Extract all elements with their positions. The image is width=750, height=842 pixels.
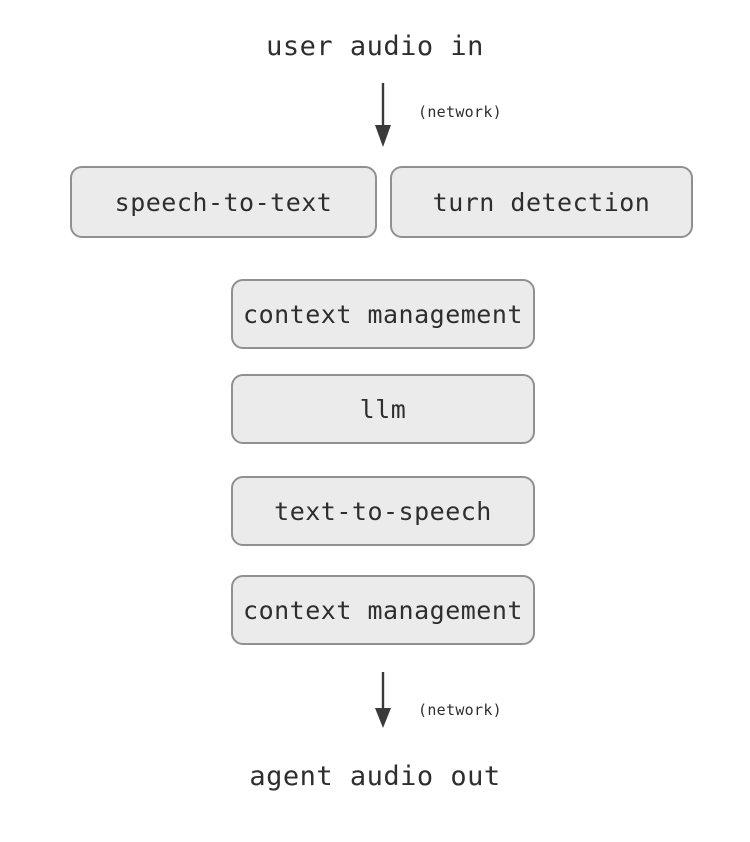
user-audio-in-label: user audio in: [266, 31, 484, 62]
node-label: speech-to-text: [114, 187, 333, 217]
node-llm: llm: [231, 374, 535, 444]
node-label: turn detection: [432, 187, 651, 217]
network-annotation-top: (network): [418, 103, 502, 121]
agent-audio-out-label: agent audio out: [249, 761, 501, 792]
network-annotation-bottom: (network): [418, 701, 502, 719]
node-turn-detection: turn detection: [390, 166, 693, 238]
node-text-to-speech: text-to-speech: [231, 476, 535, 546]
node-label: text-to-speech: [274, 496, 492, 526]
node-context-management-post: context management: [231, 575, 535, 645]
node-speech-to-text: speech-to-text: [70, 166, 377, 238]
node-label: llm: [359, 394, 407, 424]
node-label: context management: [243, 299, 523, 329]
node-label: context management: [243, 595, 523, 625]
node-context-management-pre: context management: [231, 279, 535, 349]
arrow-down-icon: [375, 83, 391, 147]
arrow-down-icon: [375, 672, 391, 728]
